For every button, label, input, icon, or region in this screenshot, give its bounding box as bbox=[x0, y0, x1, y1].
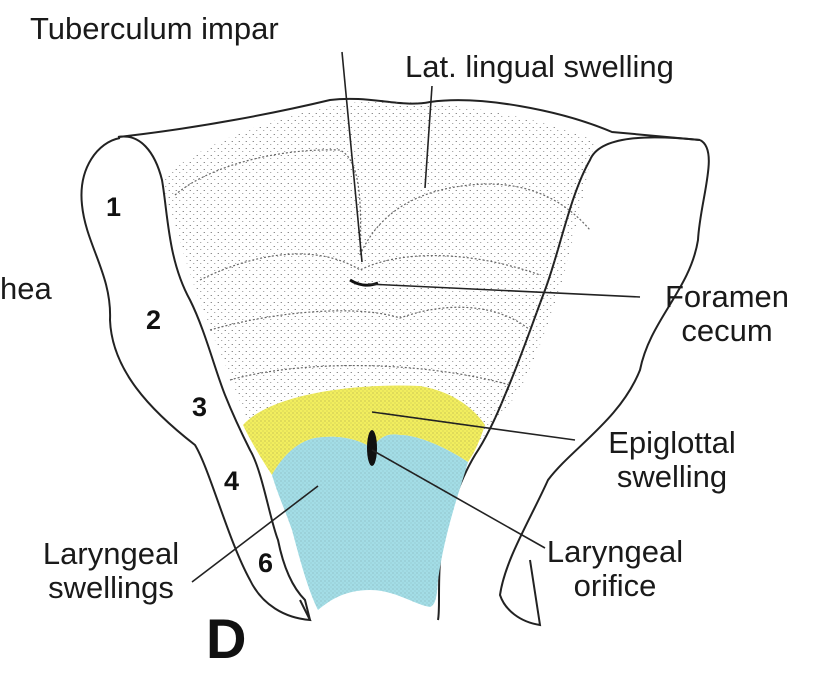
label-laryngeal-swellings-line1: Laryngeal bbox=[6, 537, 216, 571]
label-foramen-cecum-line2: cecum bbox=[632, 314, 822, 348]
label-laryngeal-orifice: Laryngeal orifice bbox=[520, 535, 710, 603]
label-epiglottal-line2: swelling bbox=[572, 460, 772, 494]
label-epiglottal-line1: Epiglottal bbox=[572, 426, 772, 460]
arch-number-6: 6 bbox=[258, 548, 273, 579]
label-epiglottal-swelling: Epiglottal swelling bbox=[572, 426, 772, 494]
label-laryngeal-swellings-line2: swellings bbox=[6, 571, 216, 605]
arch-number-4: 4 bbox=[224, 466, 239, 497]
label-tuberculum-impar: Tuberculum impar bbox=[30, 12, 279, 46]
arch-number-2: 2 bbox=[146, 305, 161, 336]
label-laryngeal-orifice-line1: Laryngeal bbox=[520, 535, 710, 569]
label-foramen-cecum: Foramen cecum bbox=[632, 280, 822, 348]
panel-letter: D bbox=[206, 606, 246, 671]
label-foramen-cecum-line1: Foramen bbox=[632, 280, 822, 314]
label-lat-lingual-swelling: Lat. lingual swelling bbox=[405, 50, 674, 84]
arch-number-3: 3 bbox=[192, 392, 207, 423]
arch-number-1: 1 bbox=[106, 192, 121, 223]
label-laryngeal-orifice-line2: orifice bbox=[520, 569, 710, 603]
laryngeal-orifice-slit bbox=[367, 430, 377, 466]
label-laryngeal-swellings: Laryngeal swellings bbox=[6, 537, 216, 605]
label-trachea-partial: hea bbox=[0, 272, 52, 306]
